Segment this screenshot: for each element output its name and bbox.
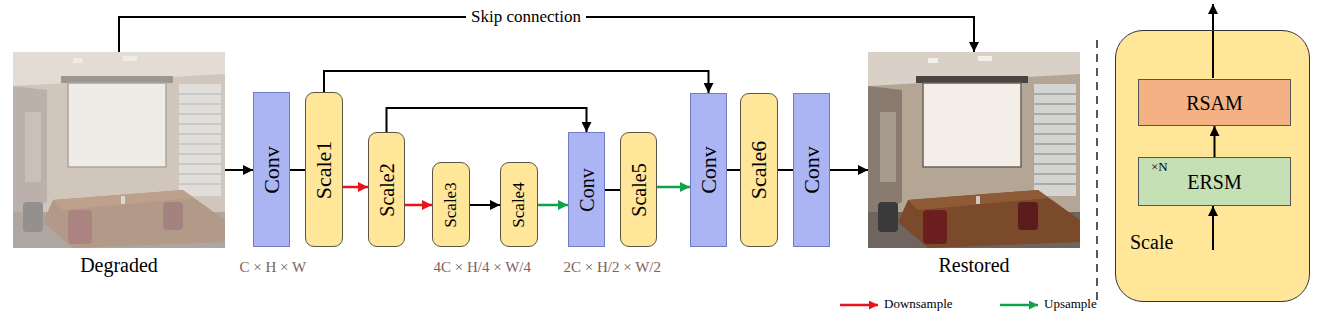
connector xyxy=(727,169,740,171)
node-text: Scale6 xyxy=(747,141,771,200)
node-text: Conv xyxy=(696,146,720,194)
conv-block: Conv xyxy=(690,93,727,247)
legend-text: Upsample xyxy=(1044,297,1097,311)
connector xyxy=(605,189,620,191)
scale-output-arrow xyxy=(1212,4,1214,78)
ersm-block: ×N ERSM xyxy=(1138,157,1291,206)
scale-block: Scale2 xyxy=(368,132,405,247)
degraded-image: Degraded xyxy=(13,52,225,248)
connector xyxy=(290,169,305,171)
connector xyxy=(657,186,690,189)
image-caption: Degraded xyxy=(80,254,158,276)
node-text: Scale2 xyxy=(376,163,398,216)
dimension-label: C × H × W xyxy=(240,259,307,276)
skip-connection xyxy=(324,71,709,93)
connector xyxy=(538,204,568,207)
node-text: Scale3 xyxy=(442,182,461,227)
image-caption: Restored xyxy=(938,254,1009,276)
node-text: Conv xyxy=(576,168,598,211)
skip-connection xyxy=(387,108,587,132)
scale-block: Scale6 xyxy=(740,93,778,247)
conv-block: Conv xyxy=(793,93,830,247)
connector xyxy=(470,204,500,206)
restored-photo xyxy=(868,52,1080,248)
degraded-photo xyxy=(13,52,225,248)
edge-label: Skip connection xyxy=(466,8,586,27)
scale-block: Scale1 xyxy=(305,92,343,247)
node-text: Scale4 xyxy=(510,182,529,227)
scale-block: Scale5 xyxy=(620,132,657,247)
node-text: Scale1 xyxy=(312,140,336,199)
connector xyxy=(778,169,793,171)
dimension-label: 4C × H/4 × W/4 xyxy=(434,259,531,276)
connector xyxy=(343,186,368,189)
dimension-label: 2C × H/2 × W/2 xyxy=(564,259,661,276)
scale-input-arrow xyxy=(1212,206,1214,250)
dashed-divider xyxy=(1096,40,1098,300)
node-text: RSAM xyxy=(1186,92,1243,114)
legend-upsample-arrow xyxy=(1000,304,1038,307)
connector xyxy=(405,204,432,207)
scale-block: Scale3 xyxy=(432,162,470,247)
panel-title: Scale xyxy=(1130,231,1173,253)
legend-text: Downsample xyxy=(884,297,953,311)
connector xyxy=(1214,126,1216,157)
connector xyxy=(830,169,868,171)
repeat-count: ×N xyxy=(1151,160,1168,174)
conv-block: Conv xyxy=(253,92,290,247)
node-text: Conv xyxy=(799,146,823,194)
connector xyxy=(225,169,253,171)
scale-block: Scale4 xyxy=(500,162,538,247)
conv-block: Conv xyxy=(568,132,605,247)
legend-downsample-arrow xyxy=(840,304,878,307)
node-text: Conv xyxy=(259,146,283,194)
node-text: ERSM xyxy=(1187,171,1241,193)
node-text: Scale5 xyxy=(628,163,650,216)
scale-detail-panel: Scale RSAM ×N ERSM xyxy=(1115,30,1310,302)
rsam-block: RSAM xyxy=(1138,79,1291,126)
restored-image: Restored xyxy=(868,52,1080,248)
